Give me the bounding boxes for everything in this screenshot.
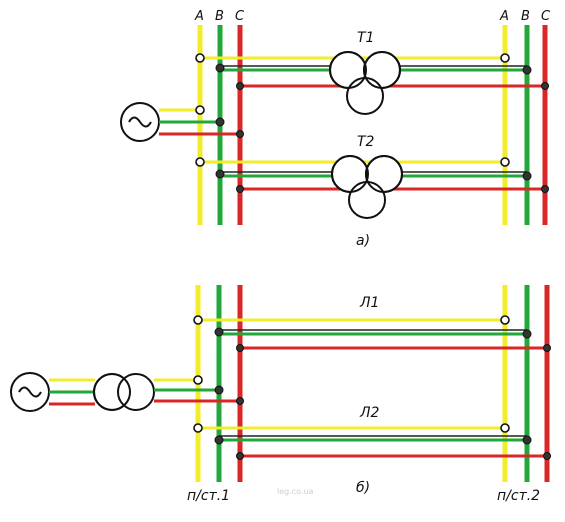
- diagram-b: Л1 Л2 п/ст.1 п/ст.2 б): [10, 285, 551, 504]
- phase-label-b-right: B: [521, 9, 530, 24]
- line-l1-label: Л1: [359, 295, 379, 311]
- sine-wave-icon-b: [18, 386, 42, 398]
- generator-a: [120, 102, 160, 142]
- step-up-transformer-icon: [93, 373, 155, 411]
- generator-b: [10, 372, 50, 412]
- transformer-t2-icon: [331, 155, 403, 219]
- line-l1-circuit: Л1: [193, 295, 551, 352]
- phase-label-c-right: C: [541, 9, 551, 24]
- line-l2-label: Л2: [359, 405, 380, 421]
- phase-label-a-left: A: [194, 9, 204, 24]
- transformer-t1-icon: [329, 51, 401, 115]
- left-busbars-b: [195, 285, 243, 482]
- transformer-t1-label: T1: [357, 30, 374, 46]
- caption-b: б): [356, 480, 370, 496]
- phase-label-c-left: C: [235, 9, 245, 24]
- tap-gen-c: [236, 130, 244, 138]
- line-l2-circuit: Л2: [193, 405, 551, 460]
- tap-gen-a: [195, 105, 205, 115]
- t1-circuit: T1: [195, 30, 549, 115]
- t2-circuit: T2: [195, 134, 549, 219]
- watermark: leg.co.ua: [277, 487, 314, 496]
- caption-a: a): [356, 233, 370, 249]
- phase-label-b-left: B: [215, 9, 224, 24]
- sine-wave-icon: [128, 116, 152, 128]
- right-busbars-b: [502, 285, 550, 482]
- transformer-t2-label: T2: [357, 134, 375, 150]
- phase-label-a-right: A: [499, 9, 509, 24]
- right-busbars-a: [502, 25, 548, 225]
- substation-2-label: п/ст.2: [497, 488, 540, 504]
- tap-gen-b: [215, 117, 225, 127]
- diagram-a: A B C A B C: [120, 9, 551, 249]
- substation-1-label: п/ст.1: [187, 488, 230, 504]
